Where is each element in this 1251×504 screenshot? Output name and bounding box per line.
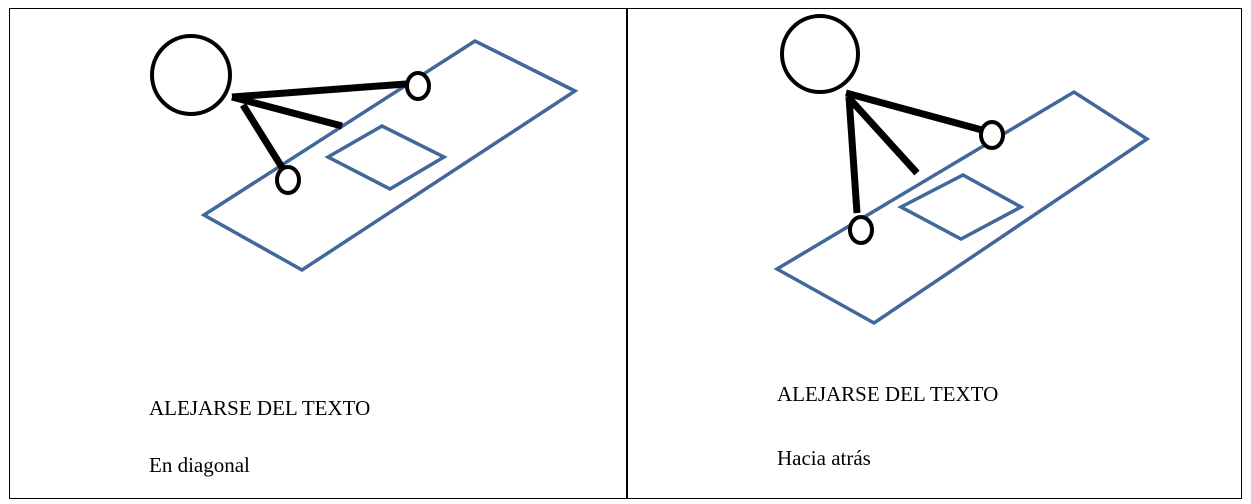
panel-title: ALEJARSE DEL TEXTO: [149, 396, 371, 420]
backward-figure-illustration: [773, 14, 1151, 326]
document-sheet-outline: [773, 89, 1151, 326]
middle-arm-line: [845, 94, 920, 176]
lower-hand-circle: [848, 215, 874, 245]
text-block-outline: [324, 124, 448, 191]
panel-subtitle: Hacia atrás: [777, 446, 871, 470]
upper-hand-circle: [979, 120, 1005, 150]
middle-arm-line: [231, 93, 343, 130]
panel-backward: ALEJARSE DEL TEXTO Hacia atrás: [628, 9, 1241, 498]
comparison-table: ALEJARSE DEL TEXTO En diagonal ALEJARSE …: [9, 8, 1242, 499]
head-circle: [150, 34, 232, 116]
panel-subtitle: En diagonal: [149, 453, 250, 477]
lower-arm-line: [845, 96, 861, 214]
upper-arm-line: [845, 89, 983, 134]
panel-title: ALEJARSE DEL TEXTO: [777, 382, 999, 406]
document-sheet-outline: [200, 38, 579, 273]
upper-hand-circle: [405, 71, 431, 101]
diagonal-figure-illustration: [150, 34, 579, 273]
upper-arm-line: [231, 80, 407, 101]
head-circle: [780, 14, 860, 94]
panel-diagonal: ALEJARSE DEL TEXTO En diagonal: [10, 9, 626, 498]
text-block-outline: [897, 173, 1025, 241]
column-divider: [626, 9, 628, 498]
lower-hand-circle: [275, 165, 301, 195]
lower-arm-line: [240, 103, 286, 171]
